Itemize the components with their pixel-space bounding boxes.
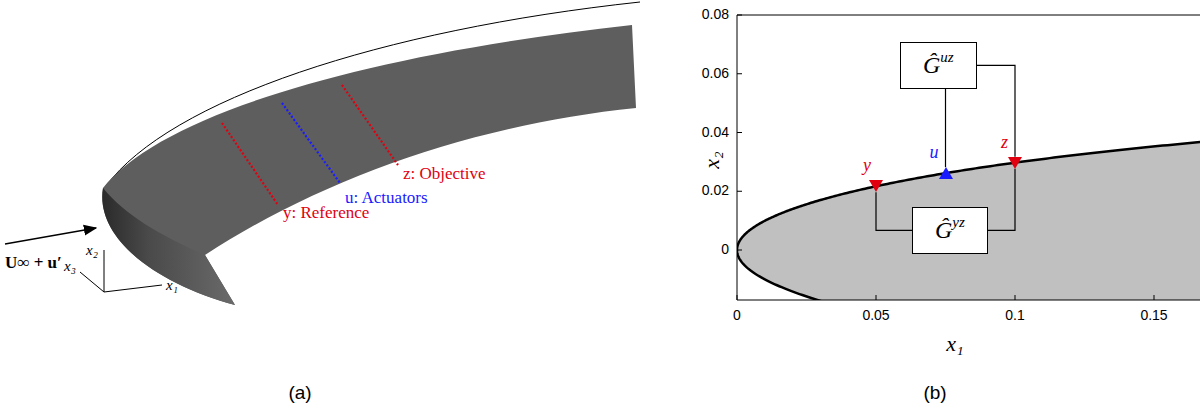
axis-label: x₂ [86,242,98,259]
triangle-marker [869,180,883,192]
objective-label: z: Objective [403,165,486,184]
triangle-marker [1008,157,1022,169]
tick-label: 0.04 [702,125,729,140]
axis-title: x₂ [700,151,724,168]
tick-label: 0 [721,242,729,257]
tick [1015,295,1016,300]
tick-label: 0.05 [862,308,889,323]
connector-line [876,192,912,230]
reference-label: y: Reference [283,204,369,223]
wing-nose [102,188,235,305]
panel-label: (b) [923,383,946,404]
axis-label: x₁ [166,277,178,294]
transfer-box: Ĝyz [912,207,988,254]
axis-x2 [104,250,105,292]
triangle-marker [939,167,953,179]
tick [737,250,742,251]
reference-line [222,123,278,205]
axis-x3 [80,272,104,292]
tick [737,73,742,74]
actuator-line [282,103,340,183]
objective-sensor: z [1008,157,1022,169]
tick-label: 0.06 [702,66,729,81]
actuator-marker: u [939,167,953,179]
tick-marks [737,15,1154,300]
tick-label: 0.08 [702,7,729,22]
plot-area [737,134,1200,300]
transfer-symbol: Ĝ [923,52,940,78]
tick-label: 0 [733,308,741,323]
panel-label: (a) [288,383,311,404]
wing-surface [102,25,636,305]
tick [1154,295,1155,300]
point-label: u [930,143,939,161]
axis-title: x₁ [946,332,963,356]
inflow-arrow [5,228,96,244]
point-label: z [1001,133,1008,151]
plot-frame [737,15,1200,300]
body-fill [737,134,1200,300]
inflow-label: U∞ + u′ [5,254,62,273]
connector-line [945,89,946,167]
axis-label: x₃ [64,258,76,275]
tick-label: 0.02 [702,184,729,199]
objective-line [342,85,398,165]
transfer-index: uz [940,49,953,65]
tick-label: 0.15 [1140,308,1167,323]
tick [876,295,877,300]
transfer-index: yz [952,214,965,230]
tick-label: 0.1 [1005,308,1024,323]
connector-line [977,65,1015,156]
body-outline [737,134,1200,300]
point-label: y [863,156,871,174]
connector-line [988,169,1015,231]
axis-x1 [104,285,162,292]
reference-sensor: y [869,180,883,192]
transfer-symbol: Ĝ [935,217,952,243]
tick [737,132,742,133]
tick [737,191,742,192]
transfer-box: Ĝuz [900,42,977,89]
